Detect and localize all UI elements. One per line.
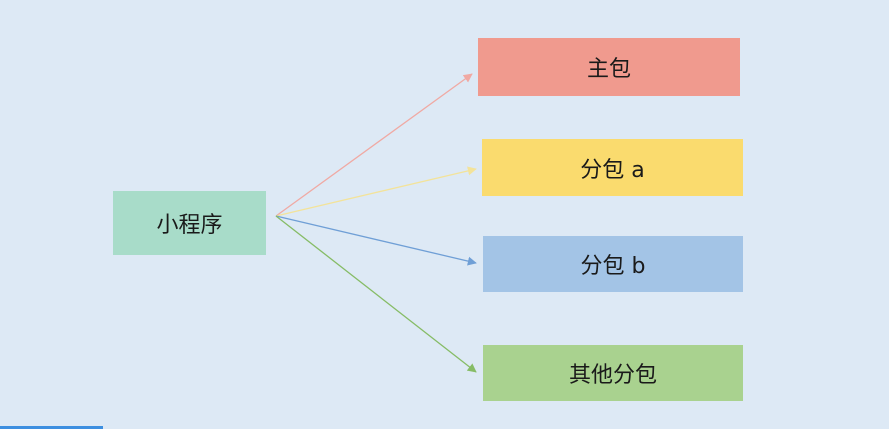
arrow-to-main-package <box>275 73 473 217</box>
subpackage-b-node: 分包 b <box>483 236 743 292</box>
other-subpackages-node: 其他分包 <box>483 345 743 401</box>
arrow-to-subpackage-a <box>275 166 477 217</box>
arrow-to-subpackage-b <box>275 215 477 266</box>
subpackage-a-label: 分包 a <box>580 157 645 183</box>
subpackage-a-node: 分包 a <box>482 139 743 196</box>
video-progress-bar[interactable] <box>0 426 103 429</box>
mini-program-node: 小程序 <box>113 191 266 255</box>
main-package-label: 主包 <box>586 57 631 82</box>
subpackage-b-label: 分包 b <box>580 254 646 279</box>
main-package-node: 主包 <box>478 38 740 96</box>
other-subpackages-label: 其他分包 <box>568 363 657 388</box>
mini-program-label: 小程序 <box>156 213 223 238</box>
arrow-to-other-subpackages <box>275 215 477 373</box>
